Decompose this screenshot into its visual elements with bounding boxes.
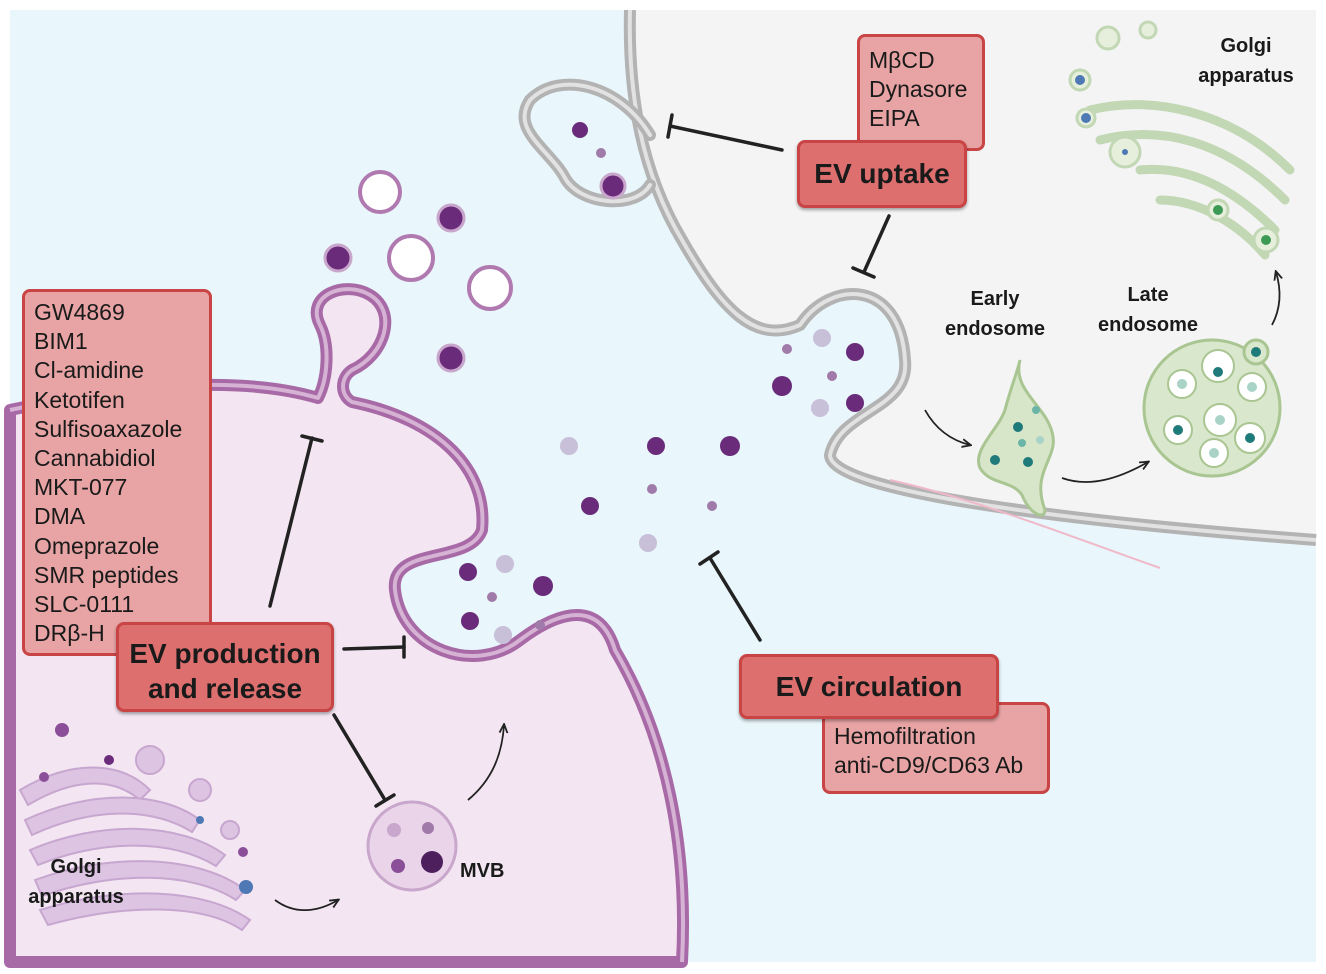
golgi-left-vesicle — [104, 755, 114, 765]
late-endosome-label-line: endosome — [1097, 314, 1199, 336]
mvb-label: MVB — [460, 856, 520, 886]
early-endosome-cargo — [1036, 436, 1044, 444]
golgi-left-vesicle — [239, 880, 253, 894]
golgi-right-cargo — [1081, 113, 1091, 123]
golgi-right-cargo — [1122, 149, 1128, 155]
golgi-left-shape — [18, 745, 252, 932]
inhibitor-item: MβCD — [869, 47, 935, 73]
endocytic-pit-inner — [522, 82, 652, 204]
ev-filled-vesicles — [323, 203, 466, 373]
golgi-left-label: Golgi apparatus — [18, 852, 134, 912]
ev-hollow-vesicles — [358, 170, 513, 311]
inhibitor-item: MKT-077 — [34, 474, 128, 501]
intraluminal-cargo — [1173, 367, 1257, 458]
golgi-right-label-line: Golgi — [1220, 35, 1272, 57]
inhibitor-item: EIPA — [869, 105, 920, 132]
mvb-cargo — [387, 823, 401, 837]
inhibitor-item: SMR peptides — [34, 561, 179, 588]
ev-uptake-title: EV uptake — [797, 140, 967, 208]
golgi-right-label-line: apparatus — [1198, 65, 1294, 87]
early-endosome-cargo — [1023, 457, 1033, 467]
mvb-cargo — [422, 822, 434, 834]
inhibitor-item: DRβ-H — [34, 620, 105, 647]
early-endosome-cargo — [1013, 422, 1023, 432]
intraluminal-vesicles — [1163, 349, 1267, 468]
uptake-evs — [572, 122, 864, 417]
inhibitor-item: BIM1 — [34, 328, 88, 355]
golgi-right-cargo — [1075, 75, 1085, 85]
production-inhibitor-list: GW4869 BIM1 Cl-amidine Ketotifen Sulfiso… — [22, 289, 212, 656]
ev-circulation-title: EV circulation — [739, 654, 999, 719]
golgi-right-cargo — [1261, 235, 1271, 245]
recipient-membrane-inner — [627, 9, 1317, 542]
mvb-label-text: MVB — [460, 860, 505, 882]
ev-uptake-title-text: EV uptake — [814, 158, 950, 189]
producing-membrane-inner — [9, 287, 686, 963]
golgi-left-label-line: apparatus — [28, 886, 124, 908]
early-endosome-label-line: Early — [970, 288, 1020, 310]
ev-production-title-line: EV production — [129, 638, 321, 669]
cytoskeleton-fiber — [889, 479, 1161, 569]
early-endosome-cargo — [1032, 406, 1040, 414]
inhibitor-item: GW4869 — [34, 299, 125, 325]
golgi-right-cargo — [1213, 205, 1223, 215]
early-endosome-label: Early endosome — [935, 284, 1055, 344]
ev-circulation-title-text: EV circulation — [775, 671, 963, 702]
ev-production-title-line: and release — [147, 673, 303, 704]
golgi-left-vesicle — [39, 772, 49, 782]
early-endosome-cargo — [1018, 439, 1026, 447]
inhibitor-item: Hemofiltration — [834, 723, 976, 749]
golgi-left-label-line: Golgi — [50, 856, 102, 878]
late-endosome-bud-cargo — [1251, 347, 1261, 357]
inhibitor-item: Sulfisoaxazole — [34, 415, 183, 442]
inhibitor-item: Omeprazole — [34, 532, 160, 559]
early-endosome — [977, 359, 1055, 517]
late-endosome-label-line: Late — [1127, 284, 1169, 306]
ev-production-title: EV production and release — [116, 622, 334, 712]
golgi-left-vesicle — [196, 816, 204, 824]
mvb-cargo — [421, 851, 443, 873]
inhibitor-item: Cl-amidine — [34, 357, 144, 384]
circulating-evs — [459, 436, 740, 644]
inhibitor-item: anti-CD9/CD63 Ab — [834, 752, 1024, 779]
golgi-left-vesicle — [238, 847, 248, 857]
uptake-inhibitor-list: MβCD Dynasore EIPA — [857, 34, 985, 151]
golgi-left-vesicle — [55, 723, 69, 737]
inhibitor-item: Dynasore — [869, 76, 968, 103]
golgi-right-label: Golgi apparatus — [1188, 31, 1304, 91]
early-endosome-label-line: endosome — [944, 318, 1046, 340]
inhibitor-item: Ketotifen — [34, 386, 125, 413]
late-endosome-label: Late endosome — [1088, 280, 1208, 340]
inhibitor-item: SLC-0111 — [34, 591, 135, 618]
mvb-shape — [366, 800, 458, 892]
mvb-cargo — [391, 859, 405, 873]
inhibitor-item: Cannabidiol — [34, 445, 156, 472]
inhibitor-item: DMA — [34, 503, 86, 530]
process-arrows — [274, 272, 1279, 912]
inhibition-lines — [268, 113, 891, 808]
early-endosome-cargo — [990, 455, 1000, 465]
